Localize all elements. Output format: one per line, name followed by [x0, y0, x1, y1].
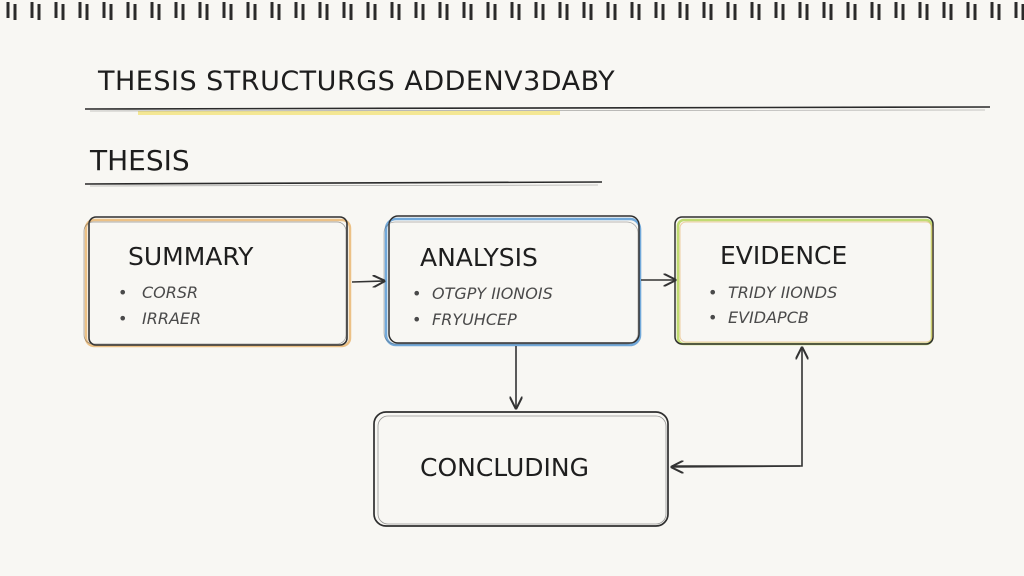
analysis-title: ANALYSIS — [420, 243, 538, 272]
spiral-ring — [942, 2, 953, 20]
spiral-ring — [318, 2, 329, 20]
spiral-ring — [918, 2, 929, 20]
evidence-bullet-marker: • — [708, 283, 717, 302]
connector-arrows — [351, 280, 802, 467]
section-heading: THESIS — [90, 144, 190, 177]
spiral-ring — [582, 2, 593, 20]
spiral-ring — [126, 2, 137, 20]
spiral-ring — [558, 2, 569, 20]
spiral-ring — [678, 2, 689, 20]
spiral-ring — [654, 2, 665, 20]
spiral-ring — [150, 2, 161, 20]
spiral-ring — [870, 2, 881, 20]
spiral-binding — [6, 2, 1024, 20]
analysis-bullet-marker: • — [412, 310, 421, 329]
concluding-title: CONCLUDING — [420, 453, 589, 482]
spiral-ring — [846, 2, 857, 20]
analysis-bullet: FRYUHCEP — [432, 310, 517, 329]
spiral-ring — [438, 2, 449, 20]
evidence-title: EVIDENCE — [720, 241, 847, 270]
spiral-ring — [750, 2, 761, 20]
spiral-ring — [606, 2, 617, 20]
spiral-ring — [798, 2, 809, 20]
spiral-ring — [534, 2, 545, 20]
spiral-ring — [630, 2, 641, 20]
concluding-box: CONCLUDING — [373, 411, 669, 527]
summary-box: SUMMARY • CORSR • IRRAER — [83, 216, 352, 348]
spiral-ring — [222, 2, 233, 20]
spiral-ring — [414, 2, 425, 20]
spiral-ring — [966, 2, 977, 20]
analysis-box: ANALYSIS • OTGPY IIONOIS • FRYUHCEP — [383, 215, 642, 347]
spiral-ring — [246, 2, 257, 20]
arrow-concluding-to-evidence — [672, 348, 802, 467]
spiral-ring — [822, 2, 833, 20]
summary-title: SUMMARY — [128, 242, 254, 271]
page-title: THESIS STRUCTURGS ADDENV3DABY — [98, 66, 616, 97]
spiral-ring — [78, 2, 89, 20]
spiral-ring — [174, 2, 185, 20]
spiral-ring — [1014, 2, 1024, 20]
evidence-box: EVIDENCE • TRIDY IIONDS • EVIDAPCB — [674, 216, 934, 346]
spiral-ring — [102, 2, 113, 20]
evidence-bullet-marker: • — [708, 308, 717, 327]
spiral-ring — [462, 2, 473, 20]
spiral-ring — [30, 2, 41, 20]
arrow-evidence-return — [672, 466, 801, 467]
spiral-ring — [294, 2, 305, 20]
spiral-ring — [390, 2, 401, 20]
analysis-bullet: OTGPY IIONOIS — [432, 284, 553, 303]
spiral-ring — [486, 2, 497, 20]
spiral-ring — [366, 2, 377, 20]
spiral-ring — [774, 2, 785, 20]
title-underline — [84, 106, 991, 115]
spiral-ring — [990, 2, 1001, 20]
spiral-ring — [726, 2, 737, 20]
analysis-bullet-marker: • — [412, 284, 421, 303]
spiral-ring — [342, 2, 353, 20]
evidence-bullet: EVIDAPCB — [728, 308, 809, 327]
evidence-bullet: TRIDY IIONDS — [728, 283, 837, 302]
spiral-ring — [54, 2, 65, 20]
summary-bullet: IRRAER — [142, 309, 201, 328]
spiral-ring — [270, 2, 281, 20]
spiral-ring — [510, 2, 521, 20]
spiral-ring — [6, 2, 17, 20]
summary-bullet: CORSR — [142, 283, 198, 302]
heading-underline — [84, 181, 603, 187]
spiral-ring — [198, 2, 209, 20]
summary-bullet-marker: • — [118, 283, 127, 302]
spiral-ring — [702, 2, 713, 20]
summary-bullet-marker: • — [118, 309, 127, 328]
spiral-ring — [894, 2, 905, 20]
arrow-summary-to-analysis — [351, 281, 384, 282]
